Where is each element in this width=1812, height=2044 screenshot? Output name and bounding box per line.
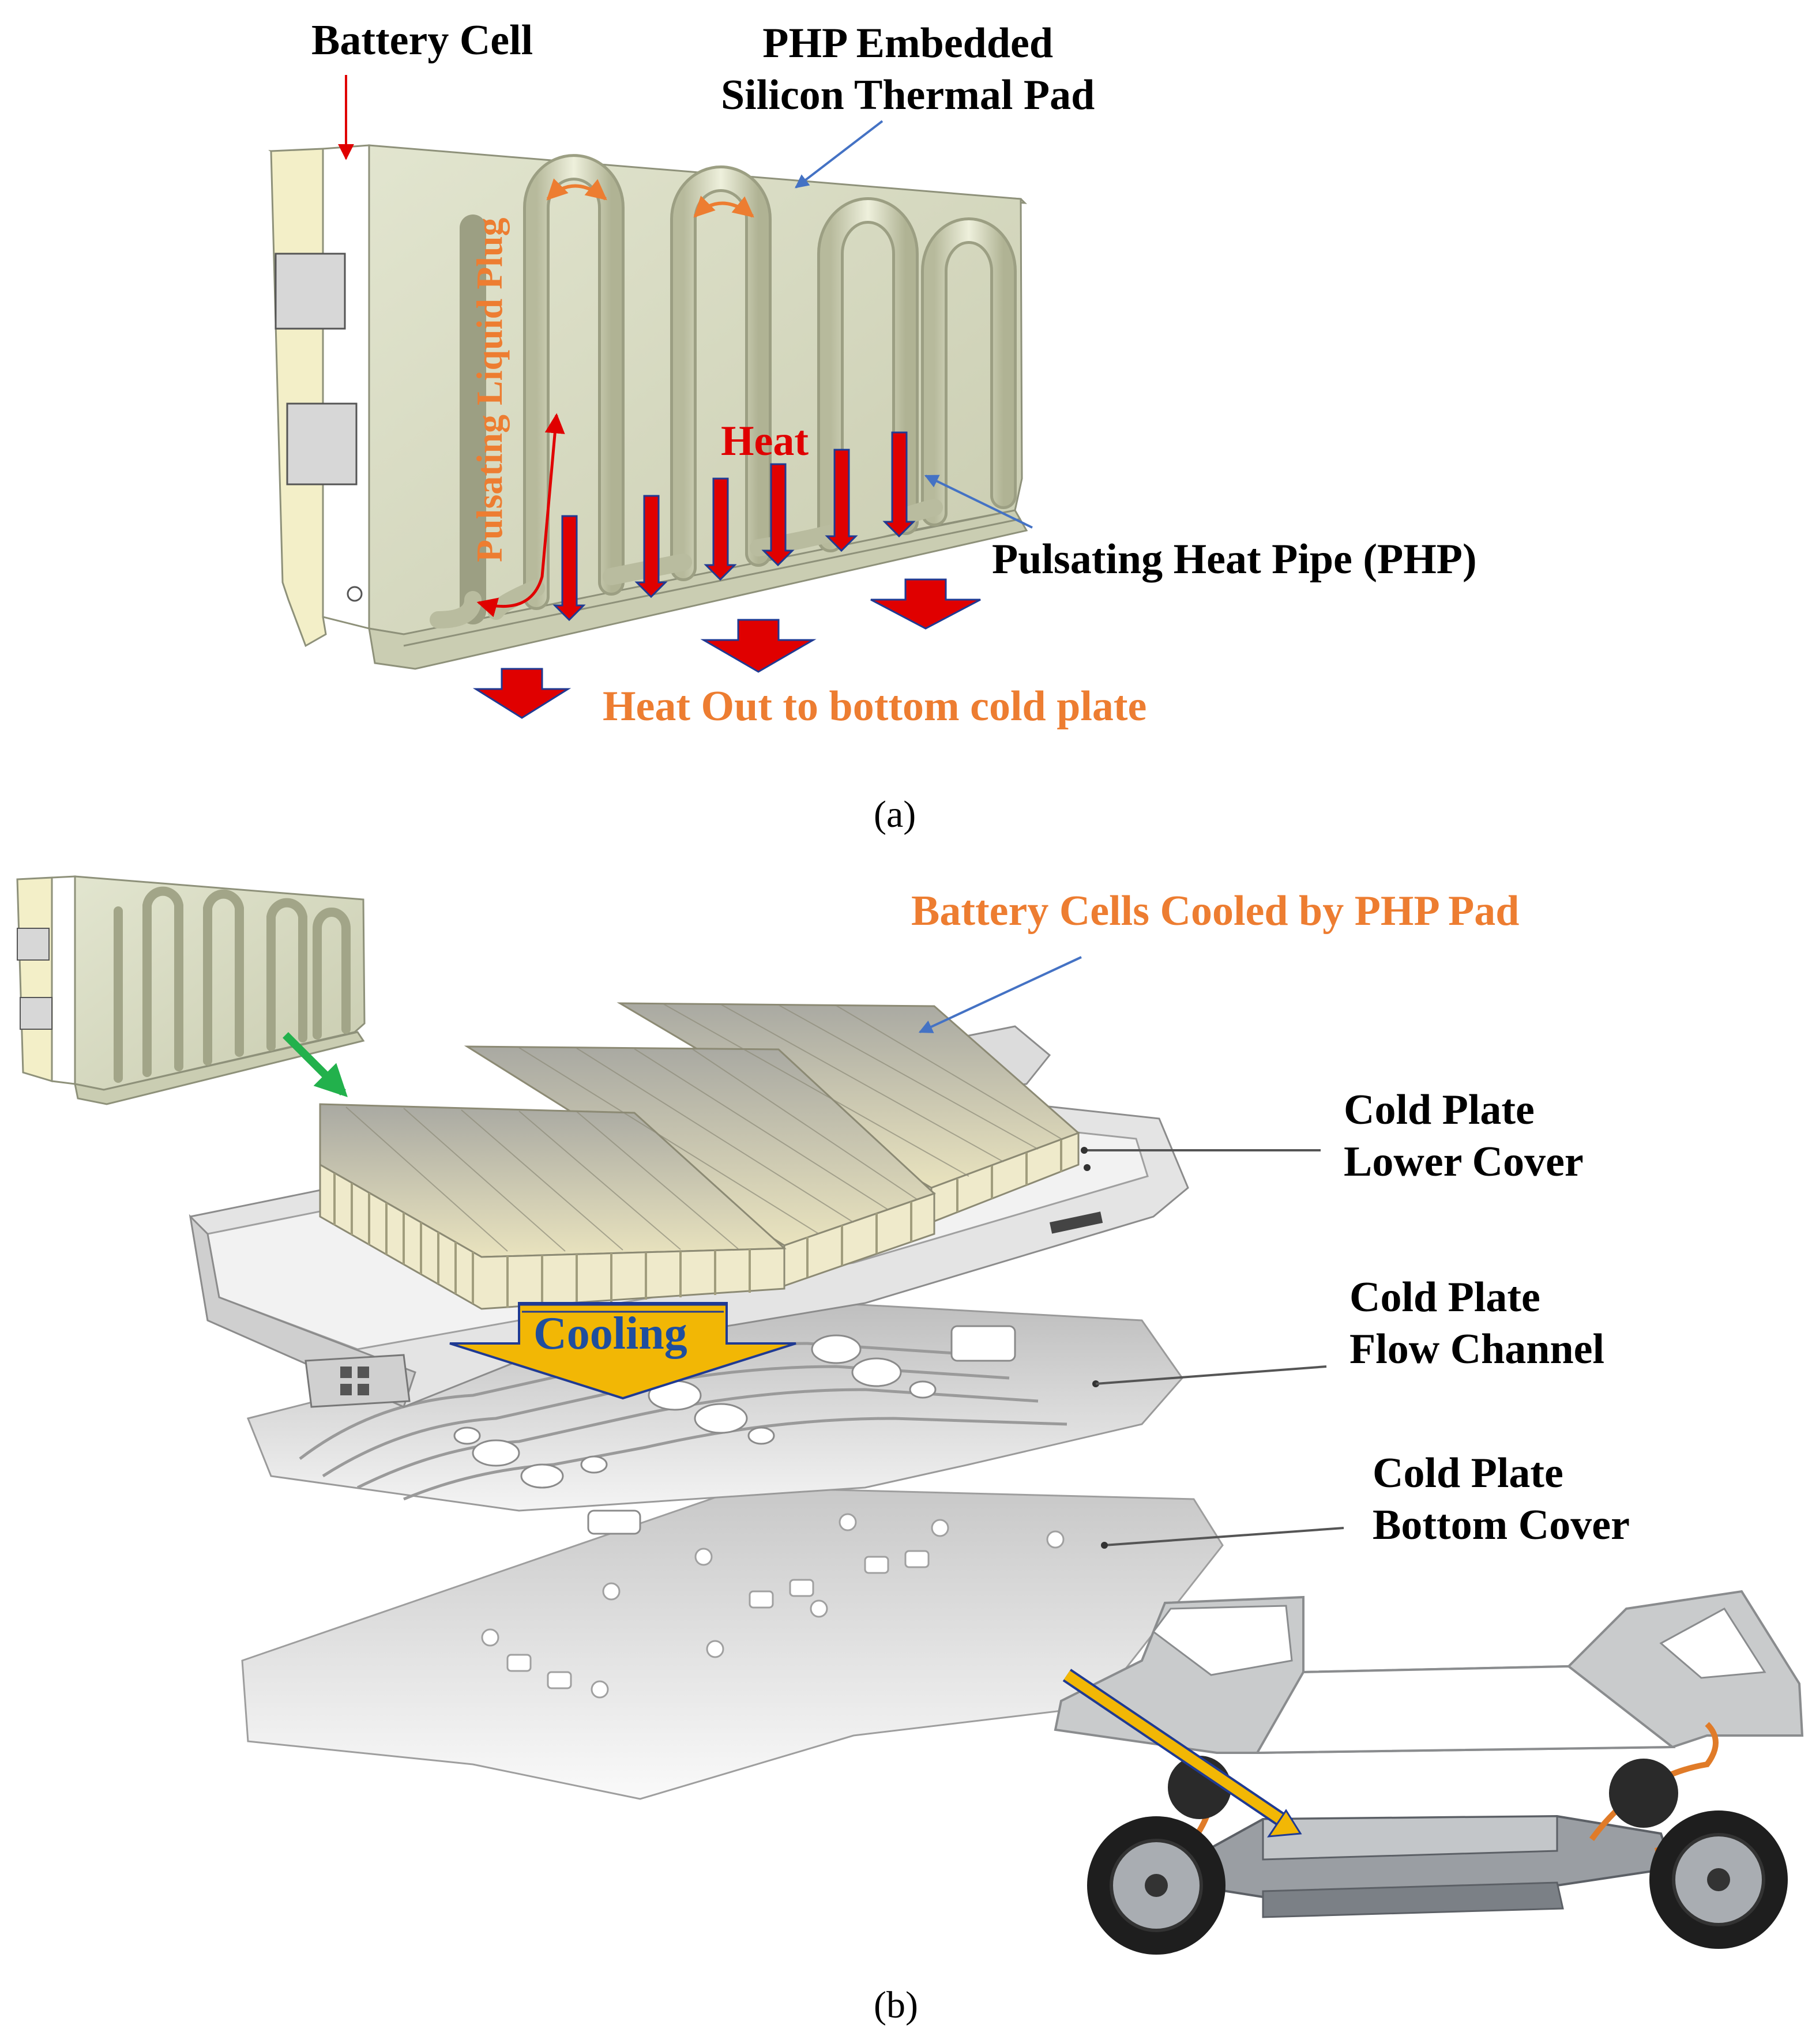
- php-cell-inset: [16, 875, 366, 1105]
- liquid-plug-arrows: [546, 178, 754, 218]
- battery-cell-edge: [270, 148, 327, 648]
- pointer-flow-channel: [1095, 1365, 1327, 1385]
- cold-plate-bottom-cover: [241, 1486, 1224, 1800]
- heat-arrow-3: [704, 477, 737, 581]
- php-cell-assembly: [268, 144, 1028, 670]
- heat-out-arrow-1: [472, 668, 572, 719]
- heat-arrow-1: [552, 515, 586, 622]
- heat-arrows: [552, 431, 916, 622]
- pointer-php: [924, 475, 1033, 529]
- heat-arrow-6: [882, 431, 916, 538]
- front-wheel: [1087, 1816, 1225, 1955]
- green-arrow: [283, 1032, 348, 1097]
- pointer-php-pad: [795, 120, 884, 189]
- label-bottom-cover: Cold Plate Bottom Cover: [1373, 1447, 1630, 1552]
- heat-out-arrow-3: [870, 578, 981, 630]
- cooling-arrow: [449, 1302, 796, 1400]
- label-lower-cover-line1: Cold Plate: [1344, 1086, 1535, 1134]
- label-flow-channel: Cold Plate Flow Channel: [1349, 1271, 1604, 1376]
- cold-plate-flow-channel: [246, 1296, 1183, 1535]
- label-php-pad-line2: Silicon Thermal Pad: [721, 71, 1095, 119]
- label-lower-cover-line2: Lower Cover: [1344, 1138, 1584, 1186]
- rear-wheel: [1649, 1810, 1788, 1949]
- label-liquid-plug: Pulsating Liquid Plug: [469, 217, 510, 562]
- cell-terminal-top: [275, 253, 346, 330]
- heat-arrow-5: [825, 449, 858, 552]
- caption-b: (b): [874, 1984, 918, 2026]
- label-bottom-cover-line1: Cold Plate: [1373, 1450, 1563, 1497]
- label-php: Pulsating Heat Pipe (PHP): [992, 536, 1477, 583]
- label-cells-cooled: Battery Cells Cooled by PHP Pad: [911, 887, 1520, 935]
- heat-arrow-4: [761, 463, 795, 567]
- pulsating-arrow: [476, 413, 565, 618]
- cell-terminal-bottom: [286, 402, 358, 485]
- caption-a: (a): [874, 793, 916, 835]
- heat-out-arrows: [472, 578, 981, 719]
- label-php-pad: PHP Embedded Silicon Thermal Pad: [721, 17, 1095, 122]
- pointer-cells-cooled: [918, 956, 1082, 1033]
- label-heat: Heat: [721, 417, 809, 465]
- label-php-pad-line1: PHP Embedded: [762, 20, 1053, 67]
- battery-cell-face: [322, 144, 370, 630]
- heat-out-arrow-2: [700, 619, 817, 673]
- label-bottom-cover-line2: Bottom Cover: [1373, 1501, 1630, 1549]
- label-cooling: Cooling: [533, 1308, 687, 1359]
- label-lower-cover: Cold Plate Lower Cover: [1344, 1084, 1584, 1188]
- label-flow-channel-line1: Cold Plate: [1349, 1274, 1540, 1321]
- vehicle-chassis: [1054, 1590, 1804, 1955]
- pointer-bottom-cover: [1104, 1527, 1344, 1546]
- battery-modules: [319, 1002, 1080, 1310]
- heat-arrow-2: [634, 495, 668, 598]
- label-battery-cell: Battery Cell: [311, 17, 533, 64]
- php-tubes: [430, 154, 1017, 628]
- pad-bottom-rail: [368, 509, 1028, 670]
- label-heat-out: Heat Out to bottom cold plate: [603, 683, 1147, 730]
- label-flow-channel-line2: Flow Channel: [1349, 1326, 1605, 1373]
